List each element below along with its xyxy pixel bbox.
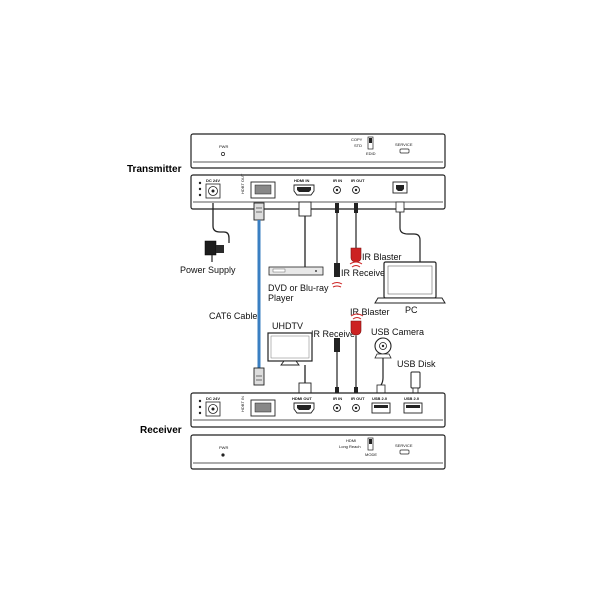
dvd-label-line2: Player [268, 293, 294, 303]
rx-usb1-label: USB 2.0 [372, 396, 388, 401]
tx-service-port[interactable] [399, 148, 410, 154]
pc-label: PC [405, 305, 418, 315]
tx-edid-label: EDID [366, 151, 376, 156]
pc-laptop-icon [374, 261, 446, 304]
transmitter-rear-panel: DC 24V HDBT OUT HDMI IN IR IN IR OUT [190, 173, 446, 210]
dvd-label-line1: DVD or Blu-ray [268, 283, 329, 293]
power-adapter-icon [204, 240, 217, 256]
rx-pwr-led [221, 453, 225, 457]
tx-ir-out-label: IR OUT [351, 178, 365, 183]
rx-hdmi-cable [298, 365, 312, 398]
tx-dc-label: DC 24V [206, 178, 220, 183]
dvd-player-icon [268, 266, 324, 276]
usb-camera-icon [374, 337, 392, 396]
rx-service-label: SERVICE [395, 443, 413, 448]
tx-front-pwr-label: PWR [219, 144, 228, 149]
rx-hdbt-label: HDBT IN [240, 396, 245, 412]
rx-ir-receiver-cable [331, 282, 343, 397]
rx-hdmi-mode-label: HDMI [346, 438, 356, 443]
rx-long-reach-label: Long Reach [339, 444, 361, 449]
power-supply [204, 203, 230, 262]
tx-ir-receiver-cable [334, 203, 340, 277]
tx-ir-receiver-icon [334, 263, 340, 277]
cat6-cable-label: CAT6 Cable [209, 311, 258, 321]
rx-ir-blaster-icon [350, 320, 362, 336]
tx-hdmi-cable [298, 201, 312, 267]
usb-disk-icon [410, 371, 421, 395]
transmitter-front-panel: PWR COPY STD EDID SERVICE [190, 133, 446, 169]
usb-camera-label: USB Camera [371, 327, 425, 337]
usb-disk-label: USB Disk [397, 359, 436, 369]
cat6-cable [253, 202, 265, 386]
rx-ir-receiver-label: IR Receiver [311, 329, 359, 339]
uhdtv-icon [267, 332, 313, 366]
tx-usb-cable [395, 201, 421, 262]
tx-copy-label: COPY [351, 137, 363, 142]
rx-service-port[interactable] [399, 449, 410, 455]
tx-ir-blaster-icon [350, 247, 362, 263]
tx-std-label: STD [354, 143, 362, 148]
transmitter-label: Transmitter [127, 164, 182, 175]
tx-ir-receiver-label: IR Receiver [341, 268, 389, 278]
receiver-label: Receiver [140, 425, 182, 436]
receiver-front-panel: PWR HDMI Long Reach MODE SERVICE [190, 434, 446, 470]
rx-ir-in-label: IR IN [333, 396, 342, 401]
rx-ir-blaster-cable [350, 313, 364, 397]
uhdtv-label: UHDTV [272, 321, 303, 331]
rx-mode-label: MODE [365, 452, 377, 457]
tx-ir-blaster-label: IR Blaster [362, 252, 402, 262]
tx-hdmi-in-label: HDMI IN [294, 178, 309, 183]
tx-hdbt-label: HDBT OUT [240, 173, 245, 194]
rx-usb2-label: USB 2.0 [404, 396, 420, 401]
rx-ir-receiver-icon [334, 338, 340, 352]
rx-front-pwr-label: PWR [219, 445, 228, 450]
tx-service-label: SERVICE [395, 142, 413, 147]
rx-ir-blaster-label: IR Blaster [350, 307, 390, 317]
tx-ir-in-label: IR IN [333, 178, 342, 183]
rx-dc-label: DC 24V [206, 396, 220, 401]
rx-ir-out-label: IR OUT [351, 396, 365, 401]
tx-ir-blaster-cable [349, 203, 363, 268]
receiver-rear-panel: DC 24V HDBT IN HDMI OUT IR IN IR OUT USB… [190, 392, 446, 428]
tx-pwr-led [221, 152, 225, 156]
rx-hdmi-out-label: HDMI OUT [292, 396, 312, 401]
power-supply-label: Power Supply [180, 265, 236, 275]
